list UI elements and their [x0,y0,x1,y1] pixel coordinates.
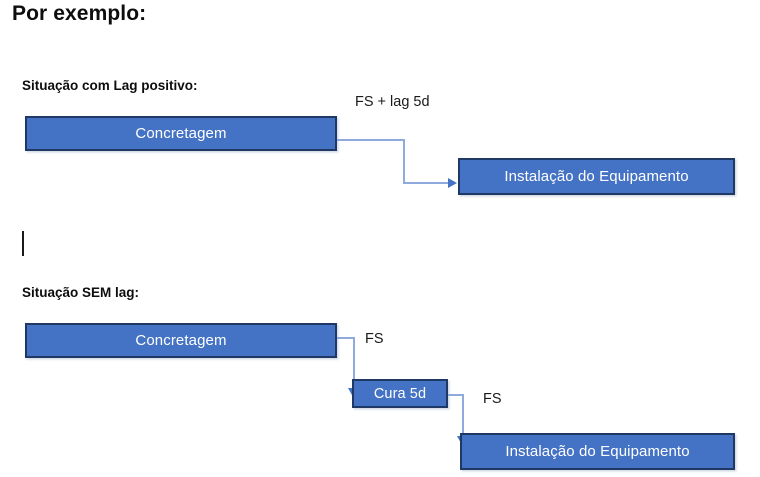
task-box-cura[interactable]: Cura 5d [352,379,448,408]
task-box-instalacao-lag[interactable]: Instalação do Equipamento [458,158,735,195]
link-label-fs-1: FS [365,331,384,347]
page-title: Por exemplo: [12,2,147,25]
connector-segment-h1-lag [337,139,405,141]
text-caret [22,231,24,256]
link-label-fs-lag: FS + lag 5d [355,94,430,110]
arrow-right-icon-lag [448,178,457,188]
task-box-instalacao-semlag[interactable]: Instalação do Equipamento [460,433,735,470]
link-label-fs-2: FS [483,391,502,407]
connector-segment-v1-lag [403,139,405,184]
connector-segment-h1-semlag [337,337,355,339]
connector-segment-v2-semlag [462,394,464,442]
task-box-concretagem-lag[interactable]: Concretagem [25,116,337,151]
section-label-sem-lag: Situação SEM lag: [22,285,140,300]
task-box-concretagem-semlag[interactable]: Concretagem [25,323,337,358]
connector-segment-v1-semlag [353,337,355,393]
connector-segment-h2-semlag [448,394,464,396]
section-label-lag-positivo: Situação com Lag positivo: [22,78,198,93]
connector-segment-h2-lag [403,182,449,184]
